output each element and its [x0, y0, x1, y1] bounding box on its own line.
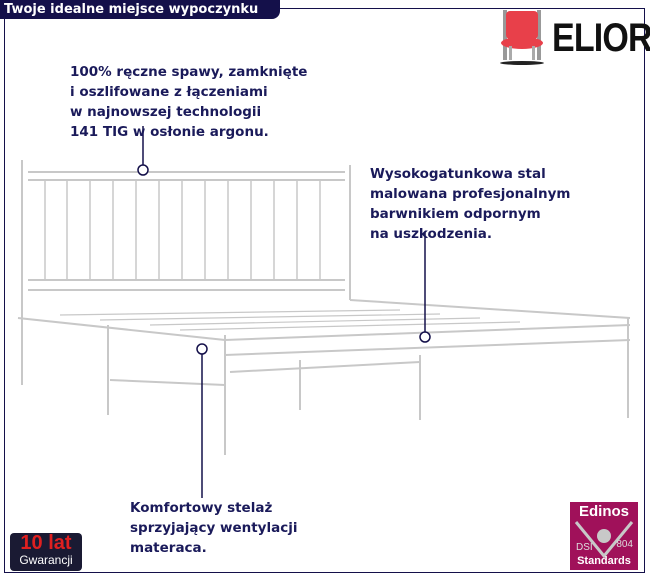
callout-dot [137, 164, 149, 176]
note-line: materaca. [130, 540, 207, 556]
note-line: i oszlifowane z łączeniami [70, 84, 268, 100]
note-line: w najnowszej technologii [70, 104, 262, 120]
note-line: sprzyjający wentylacji [130, 520, 298, 536]
certificate-name: Edinos [578, 503, 629, 520]
note-line: na uszkodzenia. [370, 226, 492, 242]
certificate-label: Standards [577, 555, 631, 567]
brand-name: ELIOR [552, 16, 650, 60]
note-line: barwnikiem odpornym [370, 206, 541, 222]
note-welding: 100% ręczne spawy, zamknięte i oszlifowa… [70, 62, 307, 142]
header-tab: Twoje idealne miejsce wypoczynku [0, 0, 280, 19]
note-line: 141 TIG w osłonie argonu. [70, 124, 269, 140]
certificate-804: 804 [616, 539, 633, 550]
warranty-badge: 10 lat Gwarancji [10, 533, 82, 571]
warranty-label: Gwarancji [19, 553, 73, 567]
note-line: Wysokogatunkowa stal [370, 166, 546, 182]
chair-logo-icon [500, 10, 544, 65]
callout-dot [196, 343, 208, 355]
certificate-dsi: DSI [576, 542, 593, 553]
note-steel: Wysokogatunkowa stal malowana profesjona… [370, 164, 570, 244]
warranty-value: 10 lat [20, 532, 72, 554]
certificate-v-icon [574, 521, 634, 559]
callout-dot [419, 331, 431, 343]
note-line: malowana profesjonalnym [370, 186, 571, 202]
note-line: Komfortowy stelaż [130, 500, 273, 516]
frame-border [4, 8, 645, 573]
note-slats: Komfortowy stelaż sprzyjający wentylacji… [130, 498, 297, 558]
note-line: 100% ręczne spawy, zamknięte [70, 64, 308, 80]
edinos-certificate-badge: Edinos DSI 804 Standards [570, 502, 638, 570]
